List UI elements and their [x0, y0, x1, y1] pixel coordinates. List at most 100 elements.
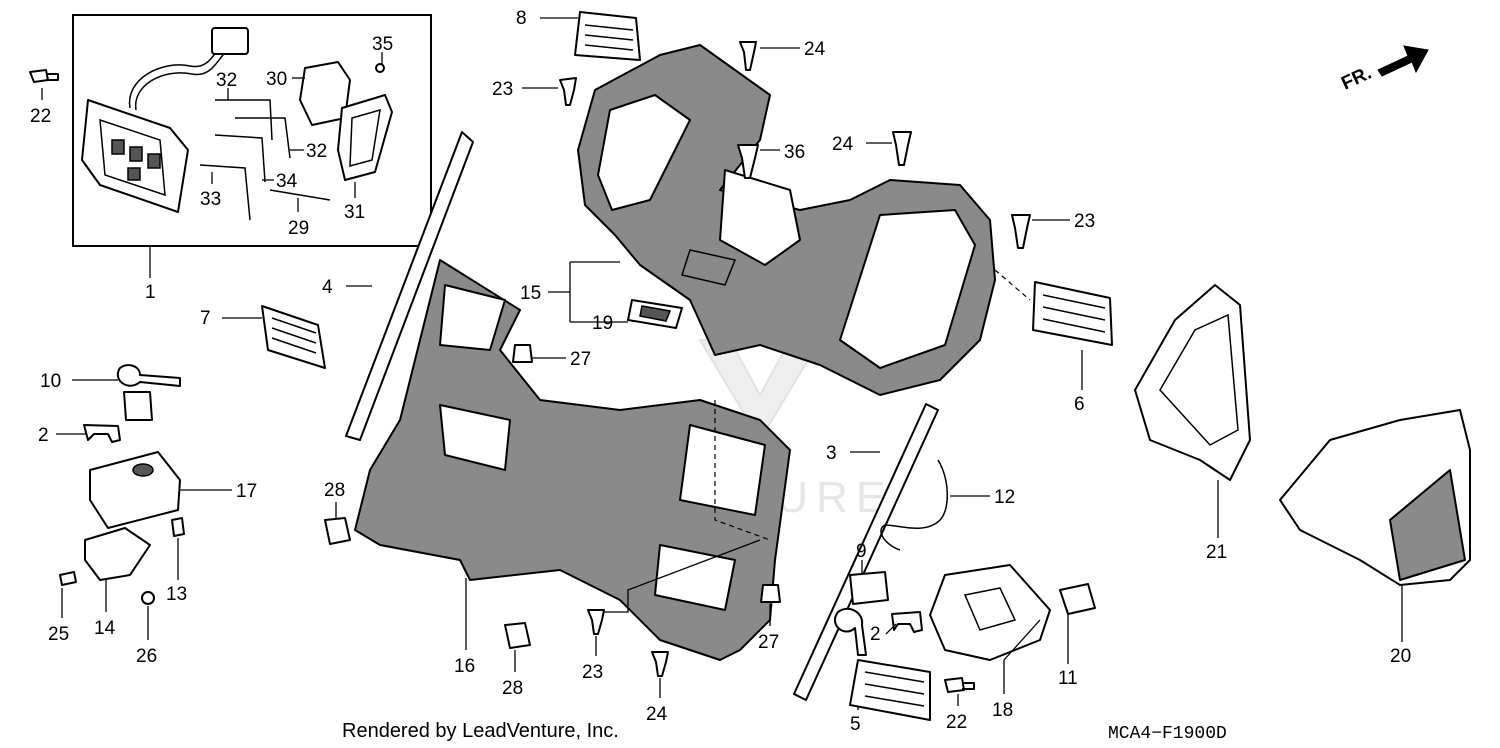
molding-3[interactable]: [793, 403, 939, 701]
callout-labels: 22 32 30 35 32 34 33 31 29 1 8 24 23 36 …: [30, 8, 1411, 735]
leader-2b: [885, 623, 897, 635]
upper-cover-window-right: [839, 209, 976, 369]
callout-17: 17: [236, 481, 257, 502]
bolt-22-left[interactable]: [29, 69, 59, 83]
key-9[interactable]: [834, 607, 867, 656]
leader-18: [1003, 619, 1041, 694]
air-duct-5-vents: [864, 671, 925, 707]
callout-2b: 2: [870, 624, 881, 645]
switch-bracket[interactable]: [337, 94, 393, 181]
lid-17[interactable]: [89, 451, 181, 529]
callout-25: 25: [48, 624, 69, 645]
sub-harness-32b[interactable]: [235, 117, 291, 159]
callout-32a: 32: [216, 70, 237, 91]
side-cover-21-inner: [1159, 313, 1239, 446]
upper-cover-slot: [681, 249, 737, 286]
clip-2-left[interactable]: [83, 424, 121, 443]
lower-cover-window-right: [679, 424, 766, 516]
screw-23-top[interactable]: [559, 77, 577, 106]
callout-27a: 27: [570, 349, 591, 370]
glove-box-lid-18-window: [963, 587, 1017, 631]
callout-27b: 27: [758, 632, 779, 653]
lock-19-inner: [639, 305, 672, 322]
callout-18: 18: [992, 700, 1013, 721]
cable-12[interactable]: [880, 459, 948, 551]
lower-cover-window-upper: [439, 284, 506, 351]
callout-14: 14: [94, 618, 116, 639]
upper-inner-cover-15[interactable]: [577, 44, 996, 396]
air-duct-5[interactable]: [849, 659, 931, 721]
nut-28-left[interactable]: [324, 517, 351, 545]
sub-harnesses: [199, 99, 331, 221]
callout-2a: 2: [38, 425, 49, 446]
dashed-ref-1: [714, 400, 771, 541]
screw-23-bottom[interactable]: [587, 609, 605, 635]
seat-lock-9[interactable]: [849, 571, 889, 605]
front-direction-arrow-icon: [1377, 45, 1429, 77]
callout-6: 6: [1074, 394, 1085, 415]
bracket-14[interactable]: [84, 527, 151, 581]
molding-4[interactable]: [345, 131, 474, 441]
dashed-ref-2: [994, 269, 1031, 301]
switch-button-1: [111, 139, 125, 155]
callout-22a: 22: [30, 106, 51, 127]
sub-harness-33[interactable]: [199, 164, 251, 221]
rivet-26[interactable]: [141, 591, 155, 605]
stay-11[interactable]: [1059, 583, 1096, 615]
side-cover-20-inner: [1389, 469, 1466, 581]
callout-29: 29: [288, 218, 309, 239]
callout-22b: 22: [946, 712, 967, 733]
callout-33: 33: [200, 189, 221, 210]
bolt-22-bottom[interactable]: [944, 677, 975, 693]
switch-wire-harness-2: [135, 51, 227, 111]
callout-19: 19: [592, 313, 613, 334]
callout-15: 15: [520, 283, 541, 304]
screw-23-right[interactable]: [1011, 214, 1031, 249]
nut-27-bottom[interactable]: [760, 584, 781, 603]
upper-cover-center-mount: [719, 169, 801, 266]
lid-17-hole: [132, 463, 154, 477]
screw-35[interactable]: [375, 63, 385, 73]
air-duct-8[interactable]: [574, 11, 641, 61]
sub-harness-29[interactable]: [269, 189, 331, 201]
switch-assembly-inset: [72, 14, 432, 247]
sub-harness-32a[interactable]: [215, 99, 273, 141]
glove-box-lid-18[interactable]: [929, 564, 1051, 661]
callout-16: 16: [454, 656, 475, 677]
screw-24-right[interactable]: [892, 131, 912, 166]
side-cover-21[interactable]: [1134, 284, 1251, 481]
nut-27-top[interactable]: [512, 344, 533, 363]
screw-24-bottom[interactable]: [651, 651, 669, 677]
callout-5: 5: [850, 714, 861, 735]
key-10[interactable]: [117, 364, 181, 387]
callout-23a: 23: [492, 79, 513, 100]
inset-frame: [72, 14, 432, 247]
clip-2-right[interactable]: [891, 611, 923, 633]
left-small-parts: [29, 69, 326, 605]
lower-cover-window-mid: [439, 404, 511, 471]
callout-7: 7: [200, 308, 211, 329]
air-duct-7[interactable]: [261, 305, 326, 369]
switch-connector[interactable]: [211, 27, 249, 55]
switch-button-4: [127, 167, 141, 181]
callout-23c: 23: [582, 662, 603, 683]
callout-8: 8: [516, 8, 527, 29]
switch-button-3: [147, 153, 161, 169]
callout-21: 21: [1206, 542, 1227, 563]
screw-24-top[interactable]: [739, 41, 757, 71]
air-duct-8-vents: [584, 24, 634, 51]
callout-34: 34: [276, 171, 298, 192]
ignition-lock-10[interactable]: [123, 391, 153, 421]
callout-24c: 24: [646, 704, 668, 725]
callout-13: 13: [166, 584, 187, 605]
sub-harness-34[interactable]: [214, 134, 266, 183]
lower-inner-cover-16[interactable]: [354, 259, 791, 661]
grommet-13[interactable]: [171, 517, 185, 537]
reference-lines: [714, 269, 1031, 541]
callout-28b: 28: [502, 678, 523, 699]
screw-36[interactable]: [737, 144, 759, 179]
nut-28-bottom[interactable]: [504, 622, 531, 649]
callout-20: 20: [1390, 646, 1411, 667]
screw-25[interactable]: [59, 571, 77, 586]
